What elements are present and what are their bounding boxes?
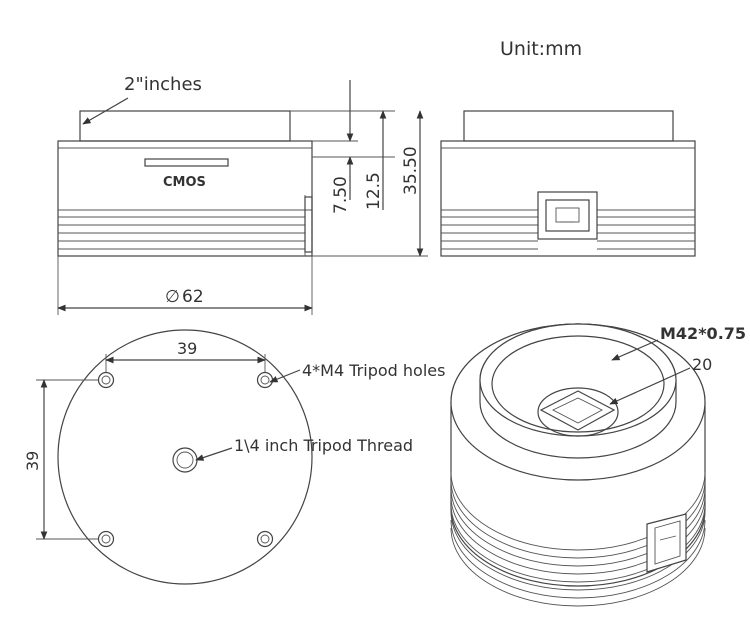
front-view: CMOS bbox=[57, 110, 313, 257]
thread-label: M42*0.75 bbox=[660, 324, 746, 343]
tripod-hole-bottom-left bbox=[97, 530, 115, 548]
tripod-holes-leader bbox=[269, 369, 301, 383]
tripod-thread-leader bbox=[195, 447, 233, 461]
tripod-hole-top-right bbox=[256, 371, 274, 389]
dim-20-leader bbox=[609, 367, 691, 405]
dim-label-39-horizontal: 39 bbox=[177, 339, 197, 358]
tripod-hole-top-left bbox=[97, 371, 115, 389]
diameter-symbol: ∅ bbox=[165, 287, 180, 307]
usb-port bbox=[537, 191, 598, 240]
back-view-circle bbox=[57, 329, 313, 585]
dim-label-35-50: 35.50 bbox=[401, 146, 421, 195]
dim-label-12-5: 12.5 bbox=[364, 172, 384, 210]
sensor-window bbox=[539, 390, 616, 431]
tripod-hole-bottom-right bbox=[256, 530, 274, 548]
unit-label: Unit:mm bbox=[500, 38, 582, 60]
diameter-value: 62 bbox=[182, 287, 204, 307]
cmos-label: CMOS bbox=[163, 175, 206, 190]
sensor-size-label: 2"inches bbox=[124, 74, 202, 95]
tripod-holes-label: 4*M4 Tripod holes bbox=[302, 361, 445, 380]
dim-label-20: 20 bbox=[692, 355, 712, 374]
isometric-view bbox=[450, 323, 706, 607]
side-view bbox=[440, 110, 696, 257]
sensor-size-leader bbox=[82, 97, 129, 125]
tripod-thread-label: 1\4 inch Tripod Thread bbox=[234, 436, 413, 455]
dim-label-39-vertical: 39 bbox=[23, 451, 42, 471]
cmos-sensor-slit bbox=[144, 158, 229, 167]
thread-leader bbox=[611, 339, 659, 361]
dim-label-7-50: 7.50 bbox=[331, 176, 351, 214]
